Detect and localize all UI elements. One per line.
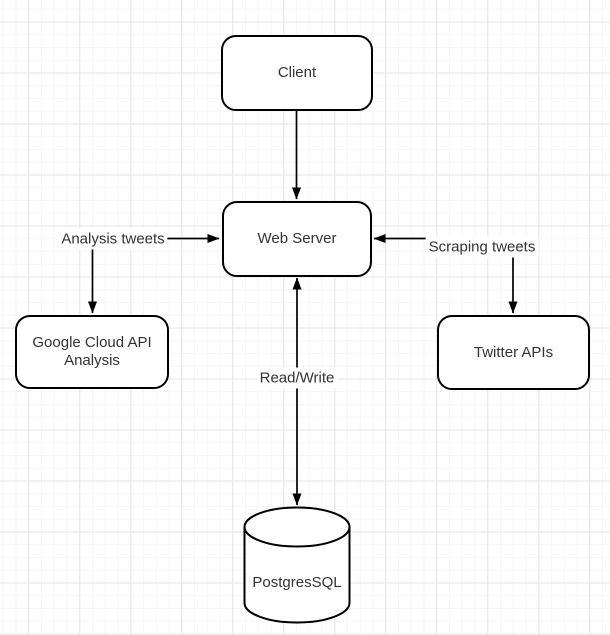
node-client-label: Client	[277, 64, 317, 81]
node-web-server[interactable]: Web Server	[222, 201, 372, 277]
edge-label-read-write[interactable]: Read/Write	[256, 367, 338, 389]
cylinder-body[interactable]	[243, 527, 351, 624]
node-postgressql-label: PostgresSQL	[252, 574, 342, 591]
edge-label-scraping-tweets[interactable]: Scraping tweets	[425, 236, 539, 258]
node-twitter-apis[interactable]: Twitter APIs	[437, 315, 590, 390]
node-google-cloud[interactable]: Google Cloud API Analysis	[15, 315, 169, 389]
cylinder-top[interactable]	[243, 506, 351, 548]
node-postgressql-cylinder[interactable]	[243, 506, 351, 624]
node-client[interactable]: Client	[221, 35, 373, 111]
node-web-server-label: Web Server	[257, 230, 337, 247]
node-twitter-apis-label: Twitter APIs	[473, 343, 554, 361]
node-google-cloud-label: Google Cloud API Analysis	[32, 334, 152, 369]
edge-label-analysis-tweets[interactable]: Analysis tweets	[58, 228, 168, 250]
